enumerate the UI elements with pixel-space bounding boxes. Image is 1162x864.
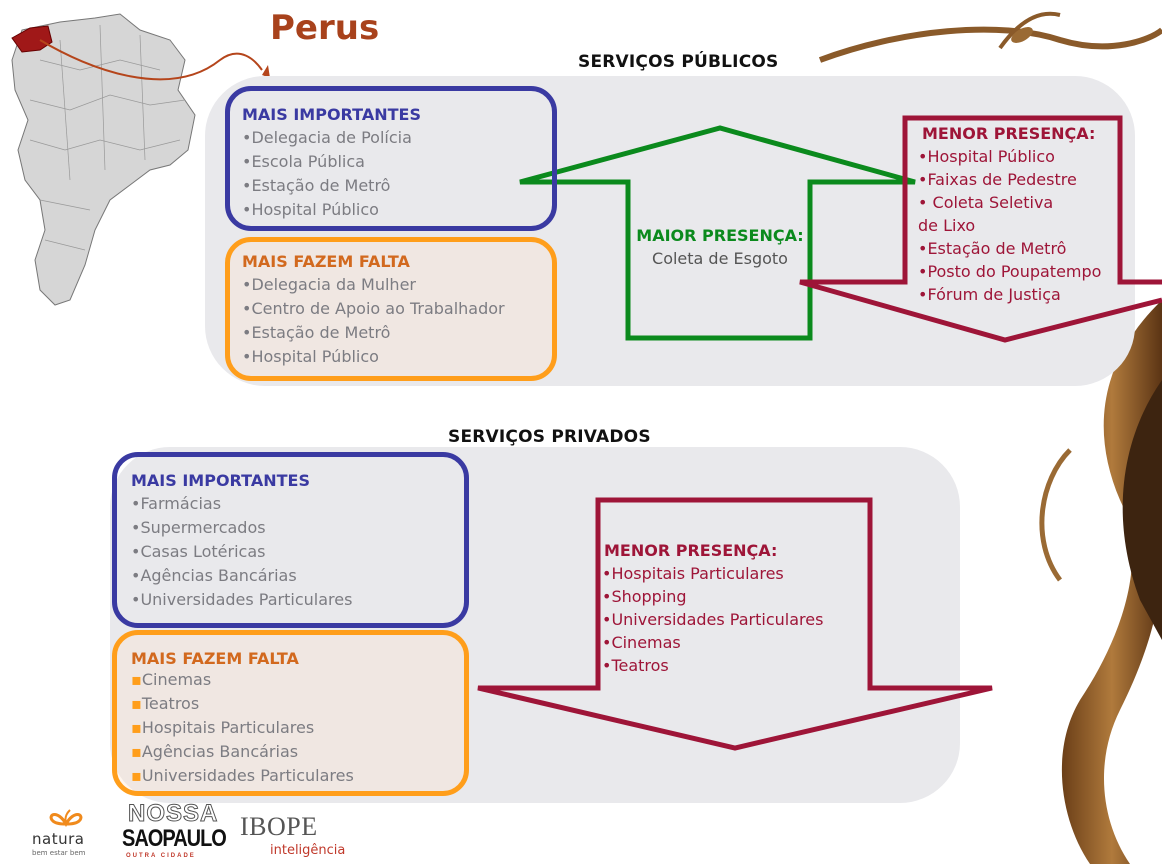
public-menor-list: •Hospital Público •Faixas de Pedestre • … [918, 145, 1101, 306]
maior-presenca-title: MAIOR PRESENÇA: [636, 226, 804, 245]
private-missing-title: MAIS FAZEM FALTA [131, 649, 299, 668]
private-menor-list: •Hospitais Particulares •Shopping •Unive… [602, 562, 823, 677]
list-item: •Hospital Público [242, 200, 379, 219]
private-missing-box: MAIS FAZEM FALTA ▪Cinemas ▪Teatros ▪Hosp… [112, 630, 469, 796]
list-item: ▪Teatros [131, 694, 200, 713]
public-important-title: MAIS IMPORTANTES [242, 105, 421, 124]
list-item: •Fórum de Justiça [918, 285, 1061, 304]
public-important-box: MAIS IMPORTANTES •Delegacia de Polícia •… [225, 86, 557, 231]
public-missing-box: MAIS FAZEM FALTA •Delegacia da Mulher •C… [225, 237, 557, 381]
private-important-list: •Farmácias •Supermercados •Casas Lotéric… [131, 492, 450, 612]
list-item: •Escola Pública [242, 152, 365, 171]
list-item: •Faixas de Pedestre [918, 170, 1077, 189]
public-menor-title: MENOR PRESENÇA: [922, 124, 1096, 143]
public-missing-title: MAIS FAZEM FALTA [242, 252, 410, 271]
list-item: •Teatros [602, 656, 669, 675]
nossa-sao-paulo-logo: NOSSA SAOPAULO OUTRA CIDADE [120, 800, 230, 864]
list-item: •Centro de Apoio ao Trabalhador [242, 299, 505, 318]
private-important-box: MAIS IMPORTANTES •Farmácias •Supermercad… [112, 452, 469, 628]
nossa-wordmark: NOSSA [127, 800, 219, 828]
list-item: •Casas Lotéricas [131, 542, 266, 561]
natura-flower-icon [49, 809, 83, 828]
list-item: •Delegacia de Polícia [242, 128, 412, 147]
public-services-title: SERVIÇOS PÚBLICOS [578, 52, 779, 72]
saopaulo-tagline: OUTRA CIDADE [126, 853, 196, 859]
list-item: ▪Universidades Particulares [131, 766, 354, 785]
list-item: de Lixo [918, 216, 976, 235]
saopaulo-wordmark: SAOPAULO [122, 825, 227, 853]
ibope-wordmark: IBOPE [240, 812, 318, 841]
list-item: •Farmácias [131, 494, 222, 513]
list-item: ▪Agências Bancárias [131, 742, 299, 761]
private-services-title: SERVIÇOS PRIVADOS [448, 427, 651, 447]
private-menor-block: MENOR PRESENÇA: •Hospitais Particulares … [602, 541, 823, 677]
public-missing-list: •Delegacia da Mulher •Centro de Apoio ao… [242, 273, 540, 369]
ibope-tagline: inteligência [270, 843, 346, 858]
list-item: •Universidades Particulares [131, 590, 353, 609]
list-item: •Hospital Público [918, 147, 1055, 166]
ibope-logo: IBOPE inteligência [240, 812, 360, 862]
list-item: •Estação de Metrô [918, 239, 1067, 258]
list-item: •Estação de Metrô [242, 176, 391, 195]
list-item: ▪Hospitais Particulares [131, 718, 315, 737]
private-important-title: MAIS IMPORTANTES [131, 471, 310, 490]
list-item: •Shopping [602, 587, 687, 606]
list-item: ▪Cinemas [131, 670, 212, 689]
sao-paulo-map [11, 13, 270, 306]
natura-logo: natura bem estar bem [28, 806, 108, 862]
list-item: •Hospital Público [242, 347, 379, 366]
list-item: •Delegacia da Mulher [242, 275, 416, 294]
public-important-list: •Delegacia de Polícia •Escola Pública •E… [242, 126, 540, 222]
page-title: Perus [270, 8, 380, 48]
list-item: •Agências Bancárias [131, 566, 297, 585]
list-item: •Universidades Particulares [602, 610, 824, 629]
list-item: •Supermercados [131, 518, 266, 537]
private-menor-title: MENOR PRESENÇA: [604, 541, 778, 560]
list-item: •Hospitais Particulares [602, 564, 784, 583]
public-menor-block: MENOR PRESENÇA: •Hospital Público •Faixa… [918, 124, 1101, 306]
private-missing-list: ▪Cinemas ▪Teatros ▪Hospitais Particulare… [131, 668, 450, 788]
natura-tagline: bem estar bem [32, 849, 86, 857]
list-item: •Cinemas [602, 633, 681, 652]
list-item: •Posto do Poupatempo [918, 262, 1102, 281]
maior-presenca-block: MAIOR PRESENÇA: Coleta de Esgoto [630, 226, 810, 268]
list-item: • Coleta Seletiva [918, 193, 1054, 212]
maior-presenca-item: Coleta de Esgoto [652, 249, 788, 268]
list-item: •Estação de Metrô [242, 323, 391, 342]
natura-wordmark: natura [32, 830, 85, 848]
